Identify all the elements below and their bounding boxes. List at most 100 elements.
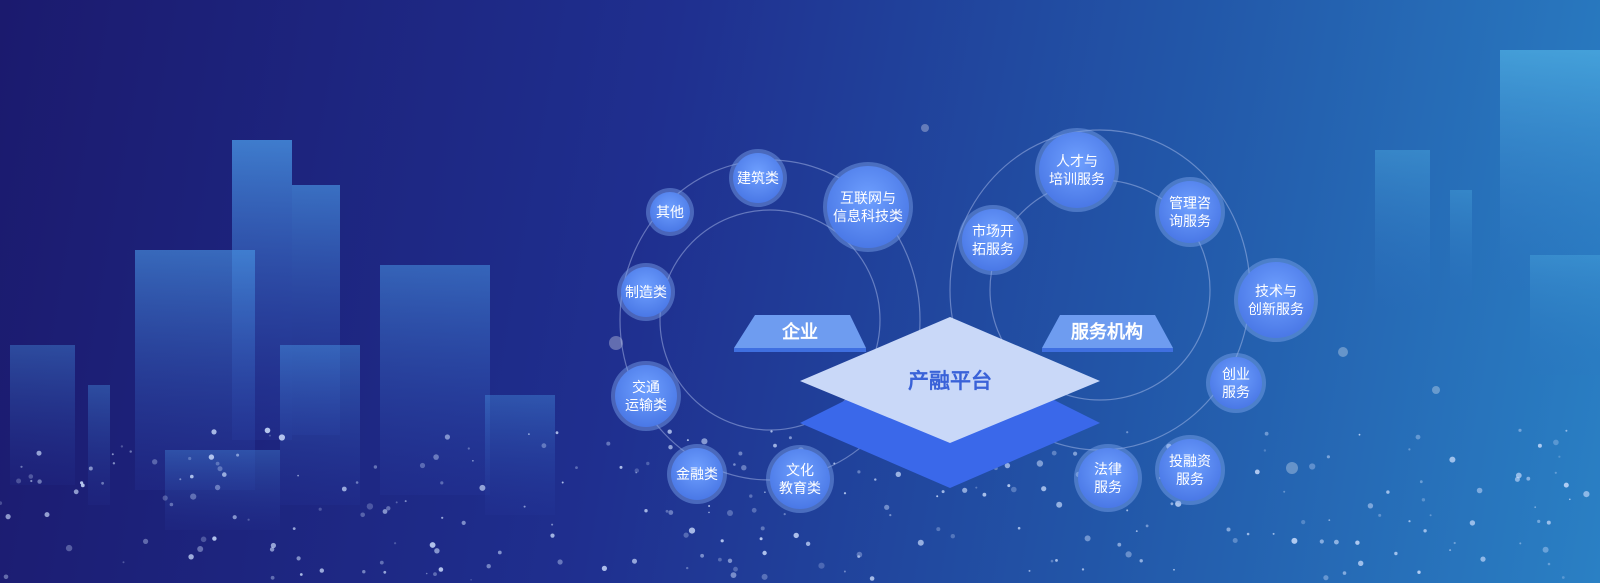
light-dot <box>609 336 623 350</box>
light-dot <box>1394 551 1398 556</box>
light-dot <box>1537 443 1542 448</box>
light-dot <box>200 536 207 543</box>
light-dot <box>550 533 555 538</box>
light-dot <box>122 561 125 564</box>
right-group-item-label: 投融资 <box>1169 454 1211 470</box>
light-dot <box>632 558 637 564</box>
light-dot <box>65 544 73 552</box>
light-dot <box>921 124 929 132</box>
light-dot <box>1125 551 1132 558</box>
light-dot <box>982 492 987 497</box>
light-dot <box>1547 562 1551 566</box>
light-dot <box>268 434 271 437</box>
light-dot <box>541 443 547 449</box>
light-dot <box>1367 503 1374 509</box>
light-dot <box>1036 460 1044 467</box>
light-dot <box>1050 559 1054 563</box>
light-dot <box>296 556 301 561</box>
right-group-item-label: 培训服务 <box>1049 172 1105 188</box>
left-group-item-bubble <box>621 267 671 317</box>
light-dot <box>1476 487 1483 494</box>
light-dot <box>688 527 696 534</box>
light-dot <box>179 478 182 481</box>
light-dot <box>299 573 303 576</box>
light-dot <box>1449 456 1456 463</box>
light-dot <box>759 537 763 541</box>
light-dot <box>665 509 669 513</box>
light-dot <box>264 427 271 434</box>
light-dot <box>214 484 221 491</box>
left-group-item-bubble <box>770 449 830 509</box>
light-dot <box>1514 476 1520 482</box>
light-dot <box>1170 502 1174 506</box>
light-dot <box>373 465 378 469</box>
light-dot <box>425 572 428 575</box>
light-dot <box>360 512 366 518</box>
light-dot <box>884 504 890 510</box>
light-dot <box>700 553 704 558</box>
light-dot <box>28 474 34 479</box>
light-dot <box>818 562 825 569</box>
left-group-item-label: 信息科技类 <box>833 208 903 225</box>
light-dot <box>190 474 194 479</box>
left-group-item-label: 交通 <box>632 379 660 396</box>
light-dot <box>1386 490 1390 494</box>
light-dot <box>936 527 941 532</box>
light-dot <box>1073 451 1078 456</box>
right-group-item-bubble <box>1159 439 1221 501</box>
light-dot <box>1254 469 1260 475</box>
light-dot <box>857 470 861 474</box>
left-group-item-bubble <box>615 365 677 427</box>
light-dot <box>941 490 945 494</box>
right-group-item-label: 管理咨 <box>1169 196 1211 212</box>
light-dot <box>686 439 689 442</box>
light-dot <box>1283 490 1286 493</box>
light-dot <box>143 538 149 545</box>
light-dot <box>382 509 388 514</box>
light-dot <box>419 462 426 469</box>
light-dot <box>433 454 439 460</box>
light-dot <box>783 513 786 516</box>
right-group-item-label: 市场开 <box>972 223 1014 240</box>
light-dot <box>727 510 733 516</box>
light-dot <box>1323 575 1329 581</box>
light-dot <box>36 450 42 456</box>
light-dot <box>152 459 158 465</box>
light-dot <box>1055 559 1058 562</box>
light-dot <box>635 471 637 474</box>
light-dot <box>528 433 530 435</box>
left-group-item-5: 金融类 <box>667 444 727 504</box>
light-dot <box>211 429 217 435</box>
light-dot <box>1051 450 1057 456</box>
light-dot <box>1558 455 1561 458</box>
light-dot <box>727 558 733 563</box>
light-dot <box>1309 463 1316 470</box>
light-dot <box>278 434 285 441</box>
light-dot <box>429 542 436 548</box>
light-dot <box>292 527 296 530</box>
light-dot <box>5 514 11 520</box>
light-dot <box>761 573 768 580</box>
left-group-item-label: 金融类 <box>676 467 718 483</box>
light-dot <box>438 567 444 572</box>
light-dot <box>1553 439 1559 446</box>
light-dot <box>247 518 250 521</box>
light-dot <box>44 512 50 518</box>
light-dot <box>269 547 275 552</box>
light-dot <box>557 559 563 565</box>
right-group-item-bubble <box>1210 357 1262 409</box>
light-dot <box>741 465 747 471</box>
right-group-item-bubble <box>1078 448 1138 508</box>
city-skyline-left <box>10 140 555 530</box>
light-dot <box>1358 433 1361 436</box>
light-dot <box>895 471 901 477</box>
city-skyline-right <box>1375 50 1600 375</box>
light-dot <box>1561 576 1565 579</box>
right-group-item-bubble <box>962 209 1024 271</box>
light-dot <box>169 502 174 507</box>
light-dot <box>1145 524 1149 528</box>
light-dot <box>1139 559 1143 563</box>
light-dot <box>634 468 639 473</box>
light-dot <box>162 495 168 501</box>
light-dot <box>1421 498 1426 502</box>
